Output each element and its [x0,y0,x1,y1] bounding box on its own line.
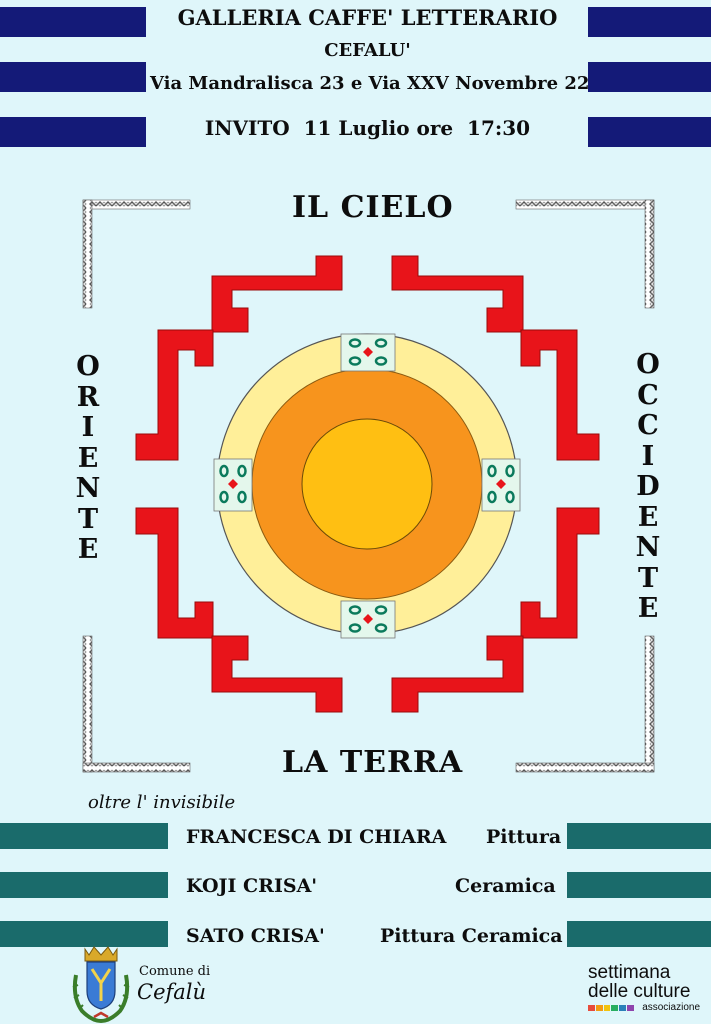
venue-title: GALLERIA CAFFE' LETTERARIO [177,5,558,30]
letter: C [637,410,659,441]
artist-bar-left-3 [0,921,168,947]
artist-medium-3: Pittura Ceramica [380,925,563,947]
letter: T [77,503,99,535]
settimana-delle-culture-logo: settimana delle culture associazione [588,963,706,1014]
letter: C [637,379,659,411]
artist-name-2: KOJI CRISA' [186,875,318,897]
comune-label: Comune di [139,964,211,979]
header-bar-right-3 [588,117,711,147]
label-la-terra: LA TERRA [282,745,464,780]
tile-bottom [340,600,396,639]
letter: O [636,349,660,380]
cefalu-coat-of-arms-icon [72,946,130,1023]
label-il-cielo: IL CIELO [292,190,454,225]
tile-left [213,458,253,512]
artist-bar-right-2 [567,872,711,898]
artist-medium-2: Ceramica [455,875,556,897]
town-name: CEFALU' [324,40,411,61]
braid-frame [82,199,655,773]
artist-bar-right-3 [567,921,711,947]
letter: E [637,501,659,533]
header-bar-left-1 [0,7,146,37]
letter: I [641,440,655,472]
letter: O [76,351,100,382]
artist-bar-left-1 [0,823,168,849]
letter: E [77,442,99,474]
label-occidente: O C C I D E N T E [628,349,668,625]
header-bar-left-3 [0,117,146,147]
header-bar-right-1 [588,7,711,37]
artist-bar-right-1 [567,823,711,849]
letter: N [635,532,661,563]
letter: T [637,562,659,594]
letter: E [77,534,99,565]
letter: D [636,471,660,502]
partner-line-2: delle culture [588,981,691,1002]
artist-name-3: SATO CRISA' [186,925,325,947]
label-oriente: O R I E N T E [68,351,108,566]
invite-line: INVITO 11 Luglio ore 17:30 [204,116,531,140]
header-bar-left-2 [0,62,146,92]
partner-line-1: settimana [588,962,671,983]
tile-top [340,333,396,372]
artist-name-1: FRANCESCA DI CHIARA [186,826,447,848]
tile-right [481,458,521,512]
comune-name: Cefalù [137,980,207,1004]
red-meander-pattern [135,255,600,713]
letter: E [637,593,659,624]
subtitle: oltre l' invisibile [88,792,236,813]
central-sun [216,333,518,635]
letter: I [81,412,95,443]
header-bar-right-2 [588,62,711,92]
letter: N [75,473,101,504]
letter: R [76,381,100,413]
address-line: Via Mandralisca 23 e Via XXV Novembre 22 [150,73,590,94]
partner-color-strip [588,1005,634,1011]
artist-medium-1: Pittura [486,826,562,848]
artist-bar-left-2 [0,872,168,898]
partner-line-3: associazione [642,1002,700,1013]
